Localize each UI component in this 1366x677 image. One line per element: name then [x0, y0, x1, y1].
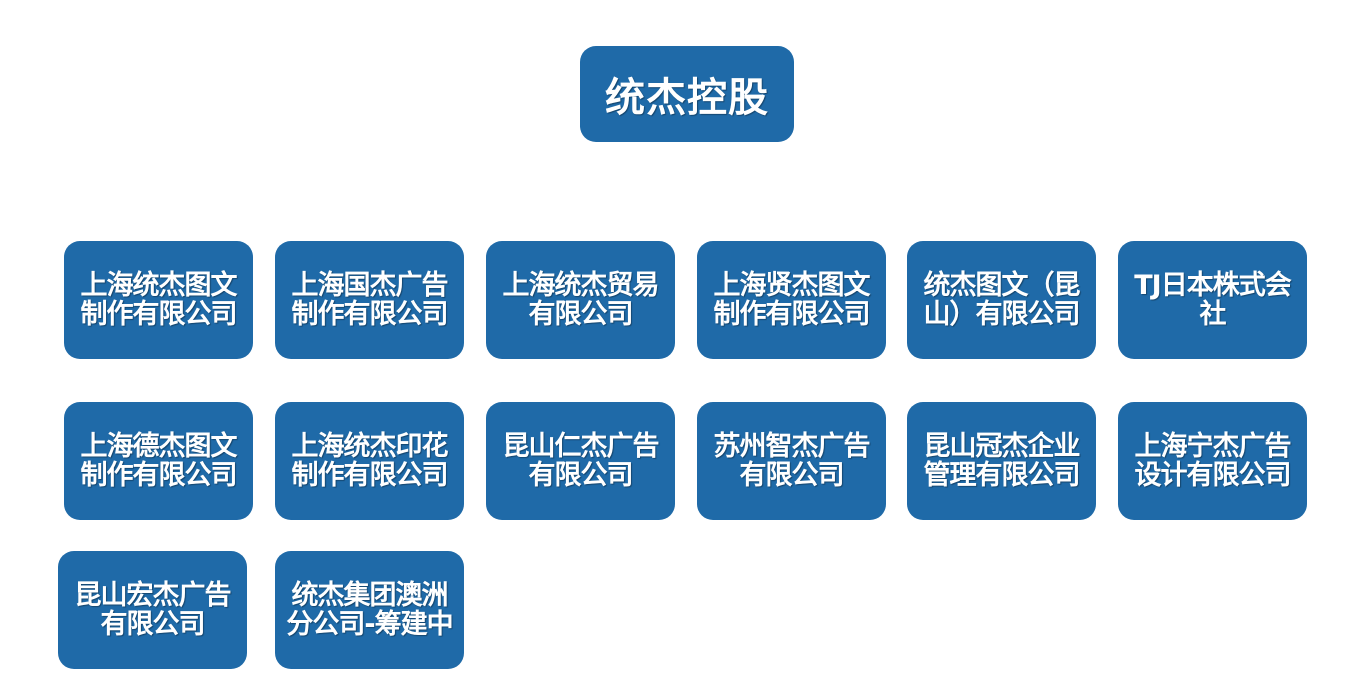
company-name-line1: 统杰集团澳洲 [291, 580, 449, 611]
company-name-line2: 有限公司 [528, 460, 634, 491]
company-node: 上海统杰贸易有限公司 [486, 241, 675, 359]
company-name-line1: 上海统杰印花 [291, 431, 449, 462]
company-node: 统杰集团澳洲分公司-筹建中 [275, 551, 464, 669]
company-name-line2: 有限公司 [528, 299, 634, 330]
company-node: 上海统杰图文制作有限公司 [64, 241, 253, 359]
company-node: 上海贤杰图文制作有限公司 [697, 241, 886, 359]
company-node: 昆山冠杰企业管理有限公司 [907, 402, 1096, 520]
company-name-line2: 制作有限公司 [291, 299, 449, 330]
company-node: 统杰图文（昆山）有限公司 [907, 241, 1096, 359]
company-name-line1: 上海国杰广告 [291, 270, 449, 301]
company-name-line2: 设计有限公司 [1134, 460, 1292, 491]
root-node-label: 统杰控股 [605, 75, 769, 121]
company-name-line2: 制作有限公司 [80, 460, 238, 491]
company-name-line1: 昆山宏杰广告 [74, 580, 232, 611]
company-name-line1: 上海统杰贸易 [502, 270, 660, 301]
company-name-line1: TJ日本株式会 [1134, 270, 1291, 301]
company-name-line2: 制作有限公司 [713, 299, 871, 330]
company-name-line1: 上海宁杰广告 [1134, 431, 1292, 462]
company-node: TJ日本株式会社 [1118, 241, 1307, 359]
company-node: 上海统杰印花制作有限公司 [275, 402, 464, 520]
company-name-line1: 昆山仁杰广告 [502, 431, 660, 462]
company-name-line2: 管理有限公司 [923, 460, 1081, 491]
company-name-line2: 制作有限公司 [80, 299, 238, 330]
company-name-line1: 上海统杰图文 [80, 270, 238, 301]
company-name-line1: 统杰图文（昆 [923, 270, 1081, 301]
company-node: 昆山宏杰广告有限公司 [58, 551, 247, 669]
company-name-line2: 有限公司 [100, 609, 206, 640]
company-name-line1: 上海贤杰图文 [713, 270, 871, 301]
company-name-line1: 昆山冠杰企业 [923, 431, 1081, 462]
company-name-line2: 制作有限公司 [291, 460, 449, 491]
company-name-line2: 有限公司 [739, 460, 845, 491]
company-node: 苏州智杰广告有限公司 [697, 402, 886, 520]
company-node: 昆山仁杰广告有限公司 [486, 402, 675, 520]
company-node: 上海宁杰广告设计有限公司 [1118, 402, 1307, 520]
company-name-line2: 山）有限公司 [923, 299, 1081, 330]
company-node: 上海国杰广告制作有限公司 [275, 241, 464, 359]
company-node: 上海德杰图文制作有限公司 [64, 402, 253, 520]
company-name-line1: 上海德杰图文 [80, 431, 238, 462]
company-name-line1: 苏州智杰广告 [713, 431, 871, 462]
company-name-line2: 社 [1199, 299, 1227, 330]
root-node-holding: 统杰控股 [580, 46, 794, 142]
company-name-line2: 分公司-筹建中 [286, 609, 453, 640]
